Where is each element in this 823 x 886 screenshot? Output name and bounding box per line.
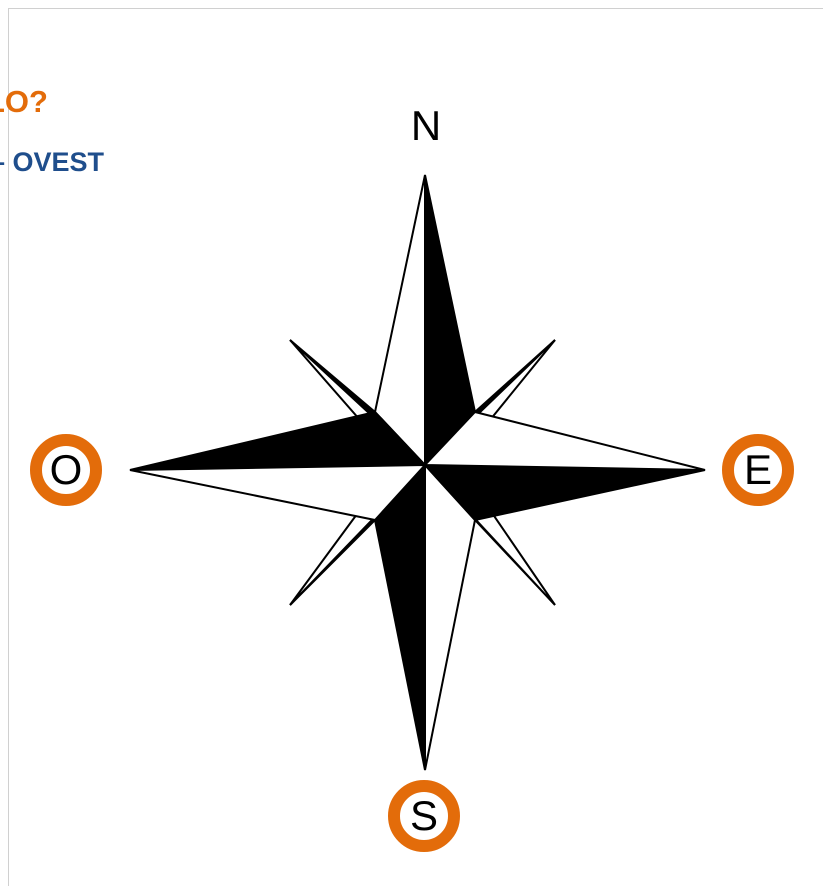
compass-point-e-light: [425, 412, 705, 470]
compass-point-w-dark: [130, 412, 425, 470]
north-label: N: [396, 102, 456, 150]
east-label: E: [728, 446, 788, 494]
compass-point-e-dark: [425, 465, 705, 520]
compass-point-w-light: [130, 465, 425, 520]
west-label: O: [36, 446, 96, 494]
south-label: S: [394, 792, 454, 840]
compass-cardinal-points: [130, 175, 705, 770]
